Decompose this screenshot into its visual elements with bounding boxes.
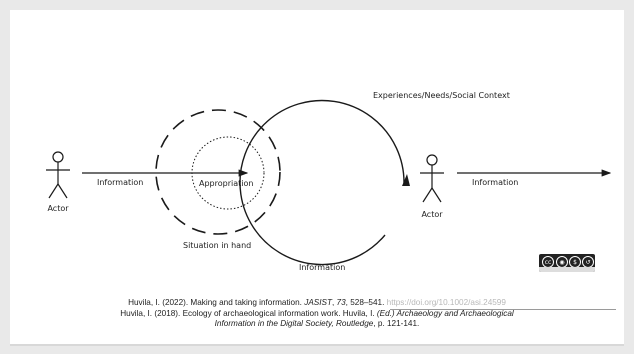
doi-link[interactable]: https://doi.org/10.1002/asi.24599 [386,298,506,307]
cc-strip [539,267,595,272]
situation-circle [155,109,281,235]
sa-icon: ↺ [582,256,594,268]
actor-left-icon [46,151,70,199]
context-arrowhead-icon [402,174,410,186]
context-circle [239,99,405,266]
arrow-right-label: Information [472,178,518,187]
references: Huvila, I. (2022). Making and taking inf… [10,298,624,330]
arrow-left-label: Information [97,178,143,187]
divider [390,309,616,310]
actor-right-label: Actor [421,210,443,219]
circle-bottom-label: Information [299,263,345,272]
reference-2-continued: Information in the Digital Society, Rout… [214,319,420,328]
by-icon: ◉ [556,256,568,268]
appropriation-label: Appropriation [199,179,253,188]
reference-1: Huvila, I. (2022). Making and taking inf… [128,298,506,307]
actor-right-icon [420,154,444,203]
situation-label: Situation in hand [183,241,251,250]
reference-2: Huvila, I. (2018). Ecology of archaeolog… [120,308,514,318]
actor-left-label: Actor [47,204,69,213]
slide: Actor Actor Information Information Situ… [10,10,624,346]
diagram: Actor Actor Information Information Situ… [46,91,612,272]
creative-commons-badge-icon: cc ◉ $ ↺ [539,254,595,272]
context-label: Experiences/Needs/Social Context [373,91,510,100]
appropriation-circle [191,136,265,210]
